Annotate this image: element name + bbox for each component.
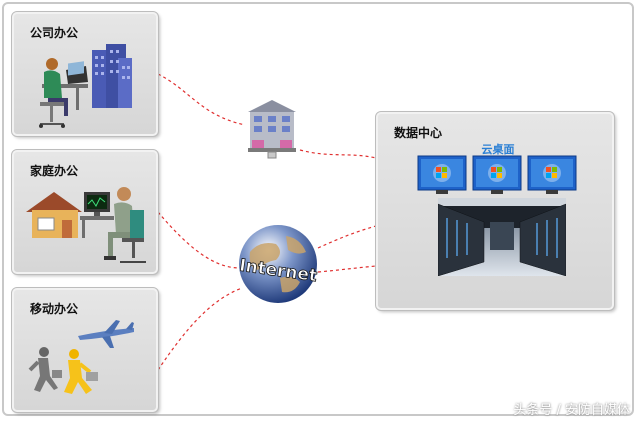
home-worker-icon [80,187,146,263]
office-panel: 公司办公 [11,11,159,137]
airplane-icon [78,320,134,348]
home-house-icon [26,192,82,238]
home-title: 家庭办公 [30,164,79,178]
network-building-icon [248,100,296,159]
mobile-title: 移动办公 [30,302,79,316]
windows-desktop-icon [472,155,522,194]
office-building-icon [92,44,132,108]
link-globe-datacenter-1 [317,225,377,249]
windows-desktop-icon [527,155,577,194]
office-worker-icon [39,58,88,128]
runners-icon [28,347,98,394]
home-panel: 家庭办公 [11,149,159,275]
server-room-icon [438,198,566,276]
mobile-panel: 移动办公 [11,287,159,413]
link-building-datacenter [299,149,377,159]
datacenter-title: 数据中心 [394,126,443,140]
office-title: 公司办公 [30,26,79,40]
watermark: 头条号 / 安防自媒体 [513,403,630,418]
link-office-building [157,73,246,126]
link-mobile-globe [157,287,243,371]
windows-desktop-icon [417,155,467,194]
link-globe-datacenter-2 [317,265,377,273]
link-home-globe [157,211,241,269]
cloud-desktop-label: 云桌面 [481,143,515,156]
cloud-desktops [417,155,577,194]
internet-globe-icon: Internet [238,225,319,303]
